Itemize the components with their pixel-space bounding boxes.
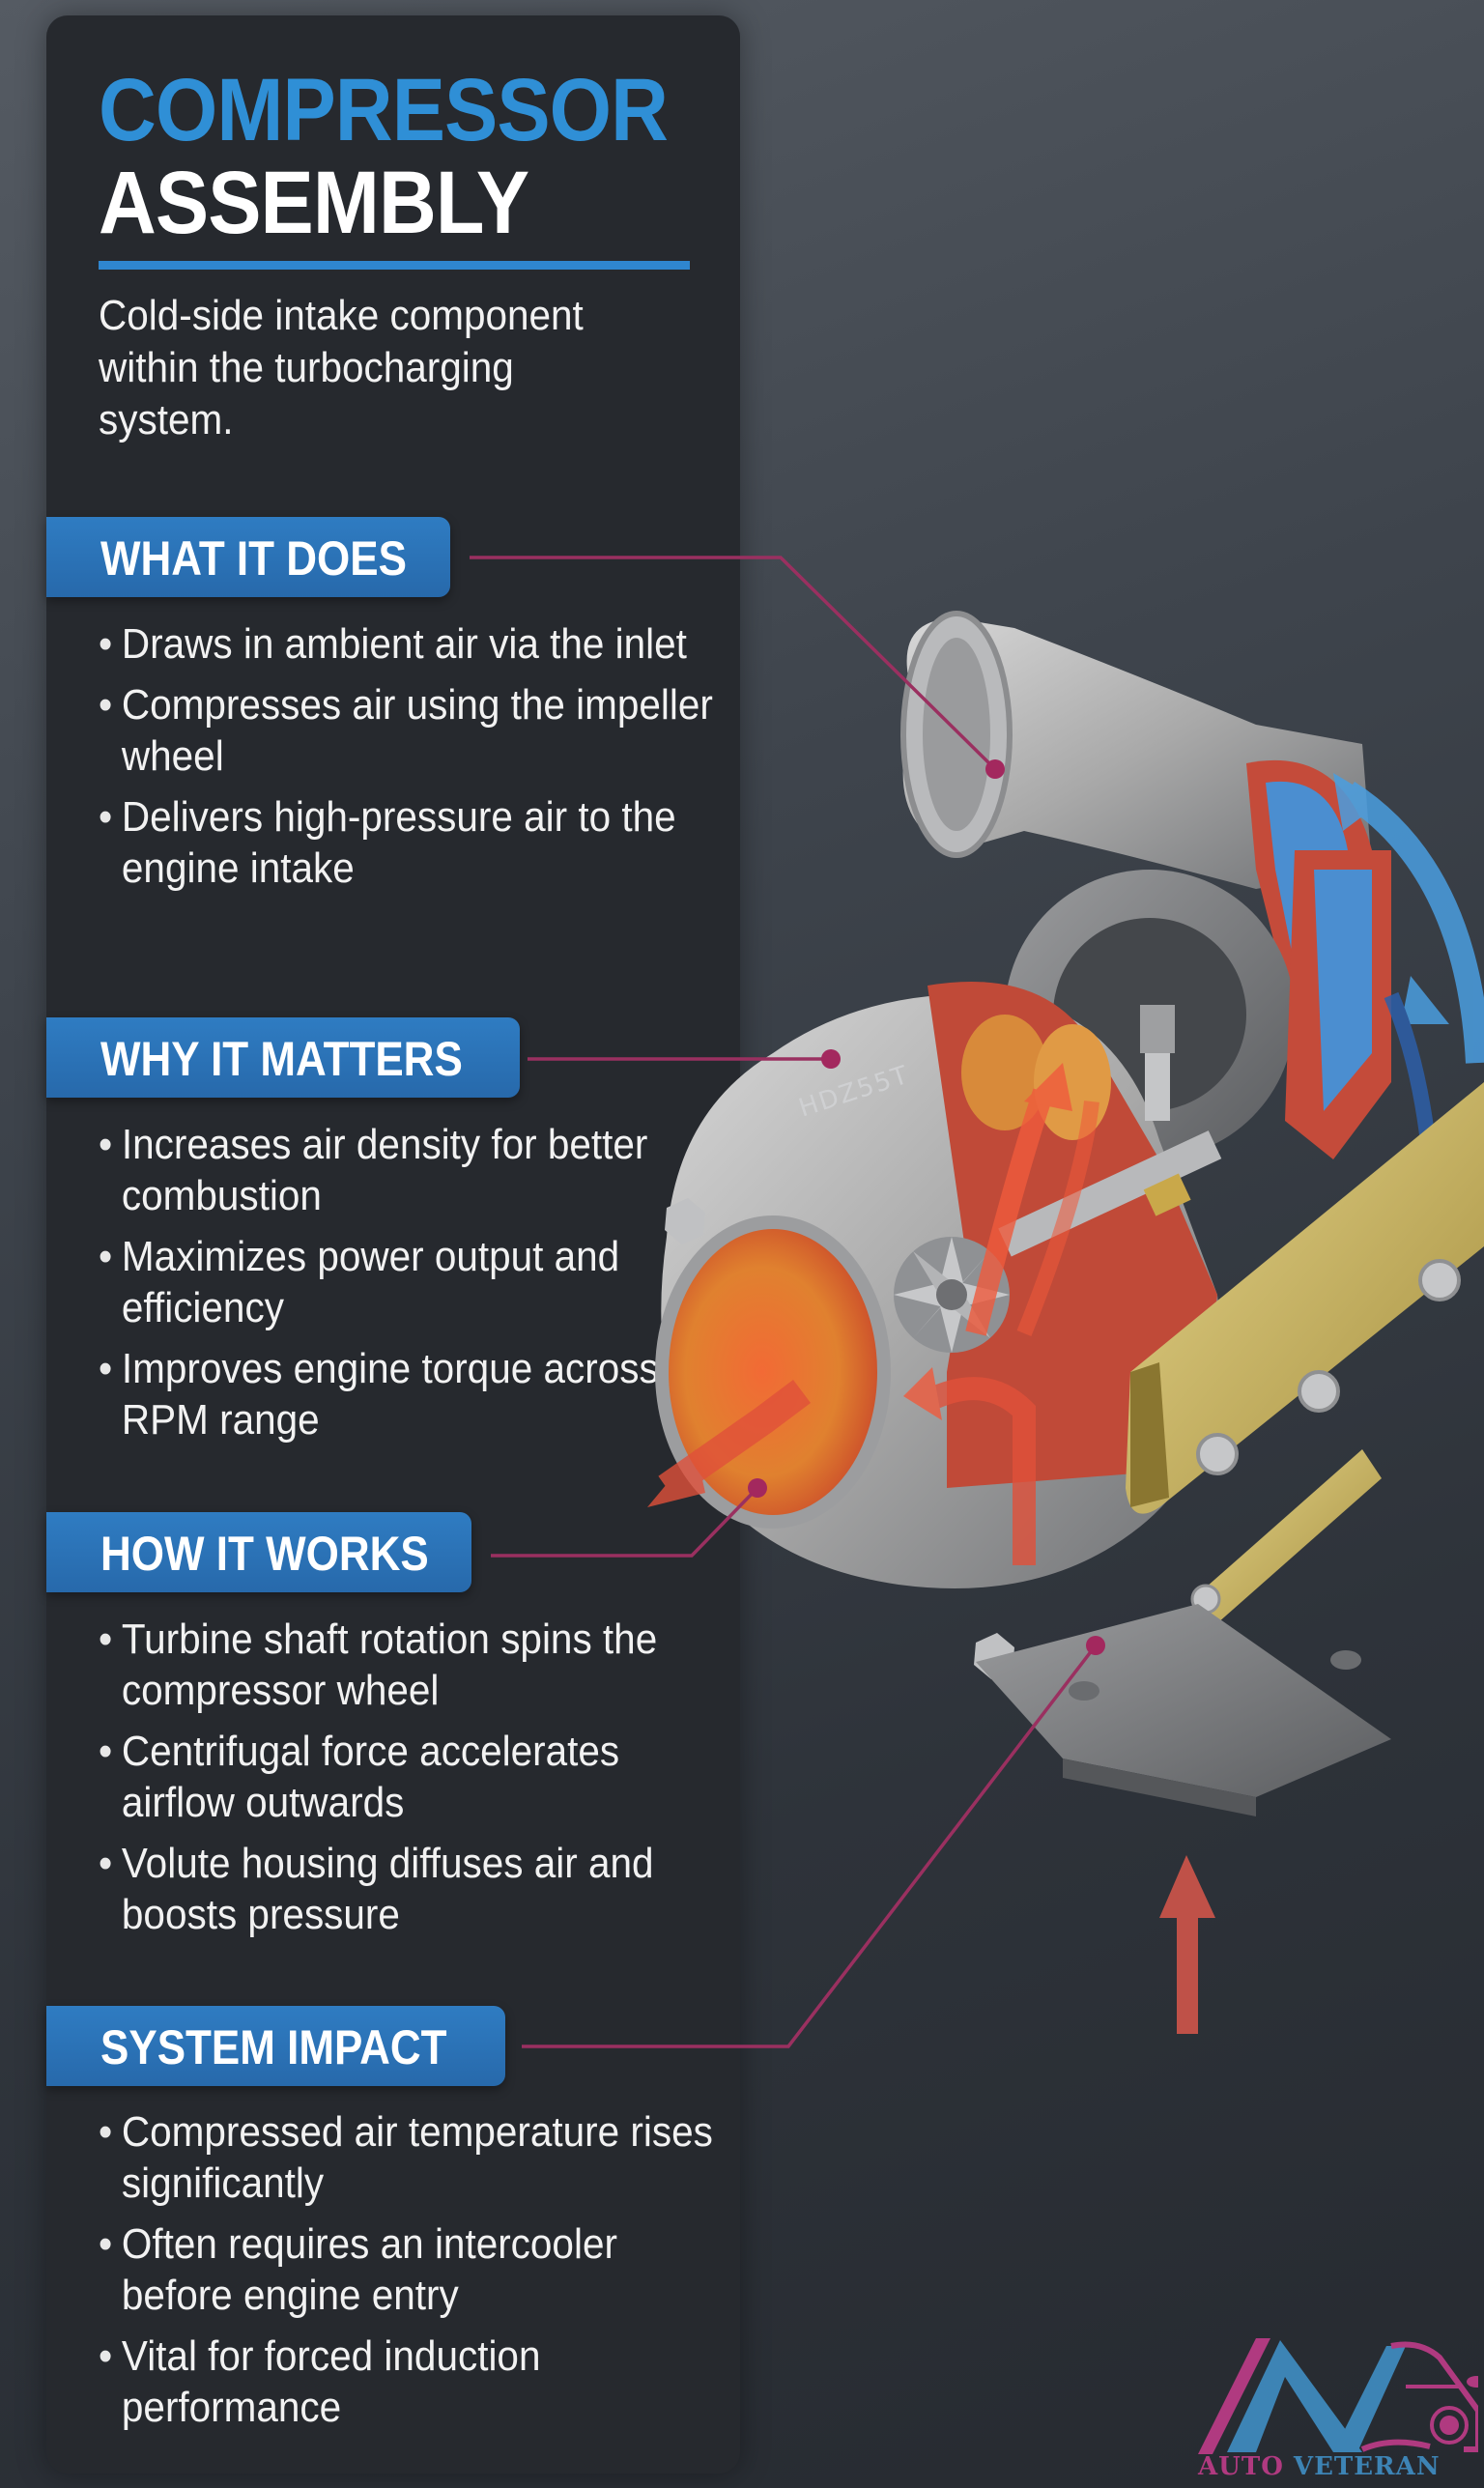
bullet-item: •Often requires an intercooler before en… xyxy=(99,2220,617,2319)
bullet-dot-icon: • xyxy=(99,2332,113,2380)
section-heading: WHAT IT DOES xyxy=(100,531,407,586)
section-heading: WHY IT MATTERS xyxy=(100,1032,463,1086)
title-divider xyxy=(99,261,690,270)
bullet-dot-icon: • xyxy=(99,681,113,729)
bullet-item: •Compressed air temperature rises signif… xyxy=(99,2108,713,2207)
auto-veteran-logo-icon xyxy=(1198,2338,1478,2454)
bullet-dot-icon: • xyxy=(99,620,113,668)
bullet-item: •Compresses air using the impeller wheel xyxy=(99,681,713,780)
callout-leader-lines xyxy=(470,556,1098,2048)
bullet-dot-icon: • xyxy=(99,793,113,841)
section-tab-how-it-works: HOW IT WORKS xyxy=(46,1512,471,1592)
bullet-dot-icon: • xyxy=(99,1121,113,1168)
bullet-item: •Increases air density for better combus… xyxy=(99,1121,648,1219)
section-heading: SYSTEM IMPACT xyxy=(100,2020,447,2074)
bullet-dot-icon: • xyxy=(99,1233,113,1280)
bullet-item: •Vital for forced induction performance xyxy=(99,2332,541,2431)
bullet-item: •Delivers high-pressure air to the engin… xyxy=(99,793,676,892)
bullet-dot-icon: • xyxy=(99,1728,113,1775)
bullet-item: •Centrifugal force accelerates airflow o… xyxy=(99,1728,620,1826)
callout-dots xyxy=(748,759,1105,1655)
mounting-bracket xyxy=(1126,1082,1484,1623)
bullet-item: •Turbine shaft rotation spins the compre… xyxy=(99,1616,658,1714)
upward-airflow-arrow-icon xyxy=(1159,1855,1215,2034)
bullet-list-what-it-does: •Draws in ambient air via the inlet •Com… xyxy=(99,618,717,903)
title-assembly: ASSEMBLY xyxy=(99,154,529,252)
bullet-item: •Draws in ambient air via the inlet xyxy=(99,620,687,668)
section-tab-why-it-matters: WHY IT MATTERS xyxy=(46,1017,520,1098)
bullet-item: •Improves engine torque across RPM range xyxy=(99,1345,659,1444)
section-tab-system-impact: SYSTEM IMPACT xyxy=(46,2006,505,2086)
bullet-list-why-it-matters: •Increases air density for better combus… xyxy=(99,1119,717,1455)
bullet-dot-icon: • xyxy=(99,1345,113,1392)
hot-air-flow-arrows xyxy=(647,1063,1099,1565)
bullet-list-system-impact: •Compressed air temperature rises signif… xyxy=(99,2106,717,2443)
logo-word-auto: AUTO xyxy=(1198,2452,1284,2481)
bullet-list-how-it-works: •Turbine shaft rotation spins the compre… xyxy=(99,1614,717,1950)
bullet-item: •Volute housing diffuses air and boosts … xyxy=(99,1840,654,1938)
bullet-dot-icon: • xyxy=(99,1616,113,1663)
section-heading: HOW IT WORKS xyxy=(100,1527,429,1581)
bullet-dot-icon: • xyxy=(99,1840,113,1887)
logo-word-veteran: VETERAN xyxy=(1293,2452,1441,2481)
bullet-dot-icon: • xyxy=(99,2108,113,2156)
bullet-dot-icon: • xyxy=(99,2220,113,2268)
subtitle: Cold-side intake component within the tu… xyxy=(99,292,584,443)
title-compressor: COMPRESSOR xyxy=(99,61,669,159)
bullet-item: •Maximizes power output and efficiency xyxy=(99,1233,620,1331)
mounting-flange xyxy=(976,1604,1391,1816)
section-tab-what-it-does: WHAT IT DOES xyxy=(46,517,450,597)
logo-wordmark: AUTO VETERAN xyxy=(1198,2452,1441,2481)
